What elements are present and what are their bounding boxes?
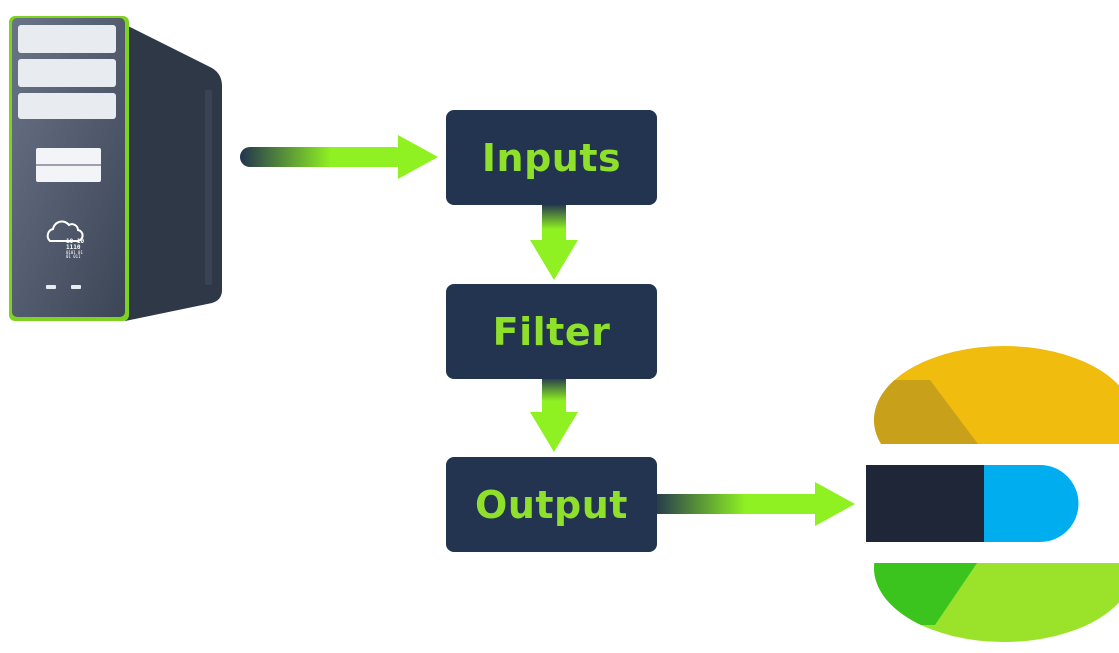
binary-line-2: 1110 (66, 244, 81, 251)
inputs-label: Inputs (481, 135, 622, 180)
elastic-middle-bar (866, 465, 991, 542)
output-box: Output (446, 457, 657, 552)
server-side-panel (112, 18, 222, 321)
output-label: Output (475, 482, 628, 527)
server-led-2 (71, 285, 81, 289)
elasticsearch-logo-icon (866, 346, 1119, 642)
arrow-inputs-to-filter (530, 204, 578, 280)
filter-box: Filter (446, 284, 657, 379)
elastic-top-lobe (874, 346, 1119, 444)
server-tower-icon: 10 10 1110 0101 01 01 011 (9, 16, 222, 321)
inputs-box: Inputs (446, 110, 657, 205)
arrow-filter-to-output (530, 377, 578, 452)
drive-bay-2 (18, 59, 116, 87)
drive-bay-3 (18, 93, 116, 119)
server-led-1 (46, 285, 56, 289)
filter-label: Filter (492, 309, 611, 354)
binary-line-4: 01 011 (66, 254, 81, 259)
server-side-groove (205, 90, 212, 285)
binary-line-3: 0101 01 (66, 250, 83, 255)
binary-line-1: 10 10 (66, 238, 84, 245)
elastic-blue-cap (984, 465, 1079, 542)
arrow-output-to-elasticsearch (652, 482, 855, 526)
drive-bay-1 (18, 25, 116, 53)
elastic-bottom-lobe (874, 563, 1119, 642)
arrow-server-to-inputs (240, 135, 438, 179)
cloud-data-icon (46, 220, 84, 243)
